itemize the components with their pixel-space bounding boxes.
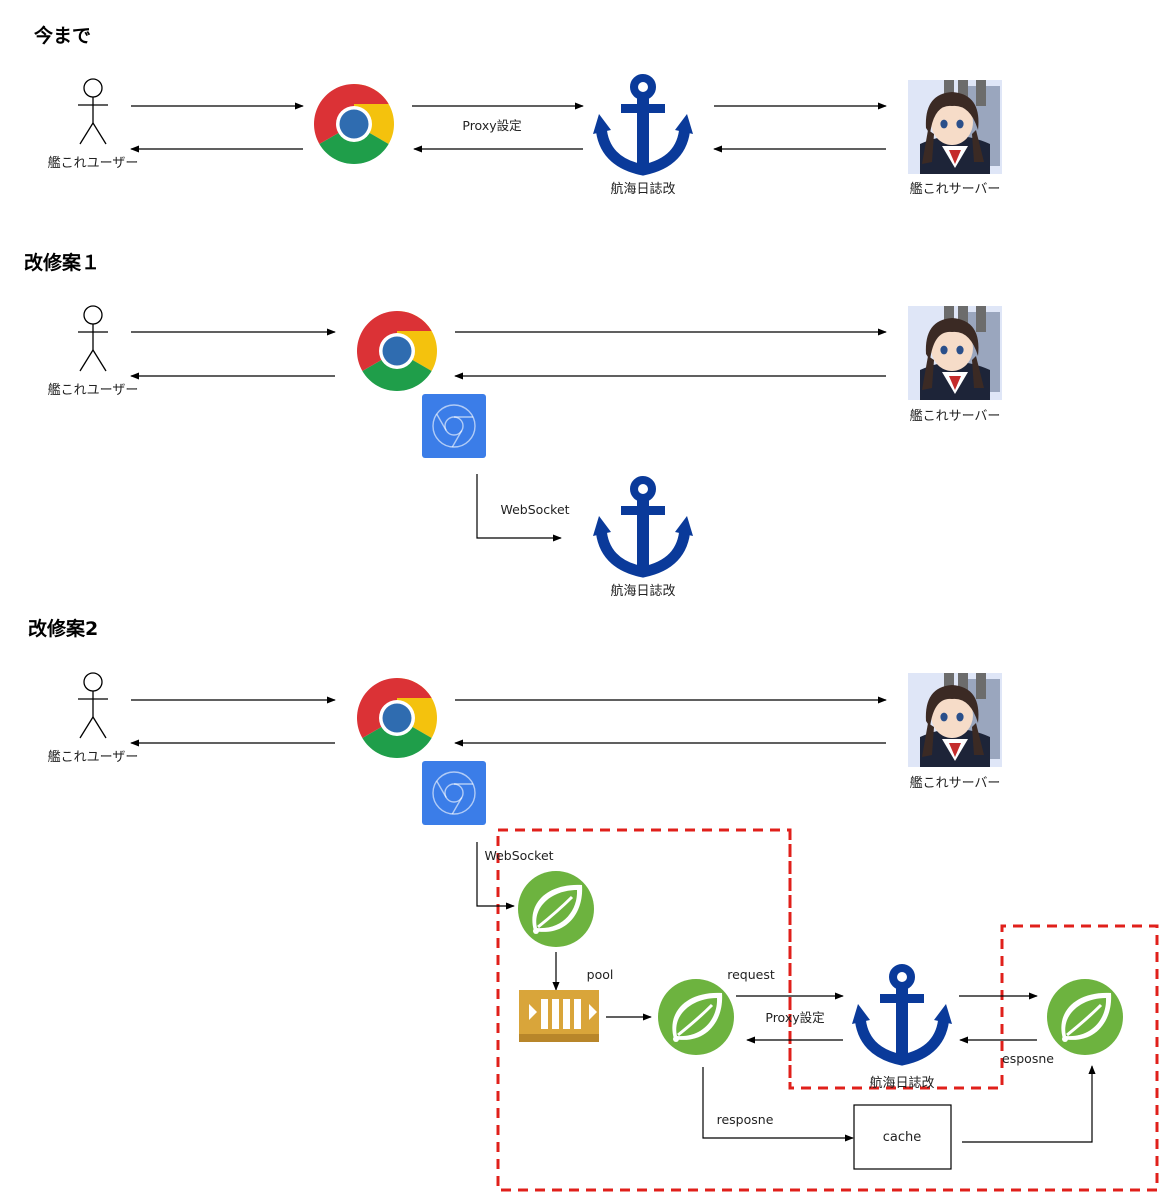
section-title-plan2: 改修案2 — [28, 617, 98, 640]
edge-arrow — [962, 1065, 1096, 1143]
edge-arrow — [476, 842, 515, 910]
edge-label-proxy: Proxy設定 — [765, 1010, 824, 1025]
anchor-icon — [593, 78, 693, 170]
chrome-extension-icon — [421, 760, 487, 826]
server-character-icon — [908, 673, 1002, 767]
edge-label-request: request — [727, 967, 775, 982]
user-icon — [77, 305, 109, 372]
chrome-icon — [357, 678, 437, 758]
spring-icon — [656, 977, 736, 1057]
server-label: 艦これサーバー — [910, 776, 1001, 791]
server-character-icon — [908, 306, 1002, 400]
chrome-icon — [357, 311, 437, 391]
edge-label-response-cache: resposne — [717, 1112, 774, 1127]
cache-label: cache — [883, 1130, 922, 1145]
chrome-icon — [314, 84, 394, 164]
edge-label-response-server: esposne — [1002, 1051, 1054, 1066]
edge-label-websocket: WebSocket — [500, 502, 569, 517]
spring-icon — [516, 869, 596, 949]
server-label: 艦これサーバー — [910, 182, 1001, 197]
user-label: 艦これユーザー — [48, 750, 139, 765]
cache-box — [853, 1104, 952, 1170]
section-title-current: 今まで — [33, 24, 91, 47]
edge-arrow — [476, 474, 562, 542]
edge-label-proxy: Proxy設定 — [462, 118, 521, 133]
edge-label-pool: pool — [587, 967, 614, 982]
user-label: 艦これユーザー — [48, 383, 139, 398]
section-title-plan1: 改修案１ — [24, 251, 100, 274]
navigator-label: 航海日誌改 — [869, 1075, 934, 1091]
user-icon — [77, 672, 109, 739]
edge-label-websocket: WebSocket — [484, 848, 553, 863]
chrome-extension-icon — [421, 393, 487, 459]
spring-icon — [1045, 977, 1125, 1057]
user-label: 艦これユーザー — [48, 156, 139, 171]
server-label: 艦これサーバー — [910, 409, 1001, 424]
server-character-icon — [908, 80, 1002, 174]
edge-arrow — [702, 1067, 854, 1142]
user-icon — [77, 78, 109, 145]
navigator-label: 航海日誌改 — [610, 181, 675, 197]
anchor-icon — [593, 480, 693, 572]
anchor-icon — [852, 968, 952, 1060]
navigator-label: 航海日誌改 — [610, 583, 675, 599]
queue-icon — [519, 990, 599, 1042]
